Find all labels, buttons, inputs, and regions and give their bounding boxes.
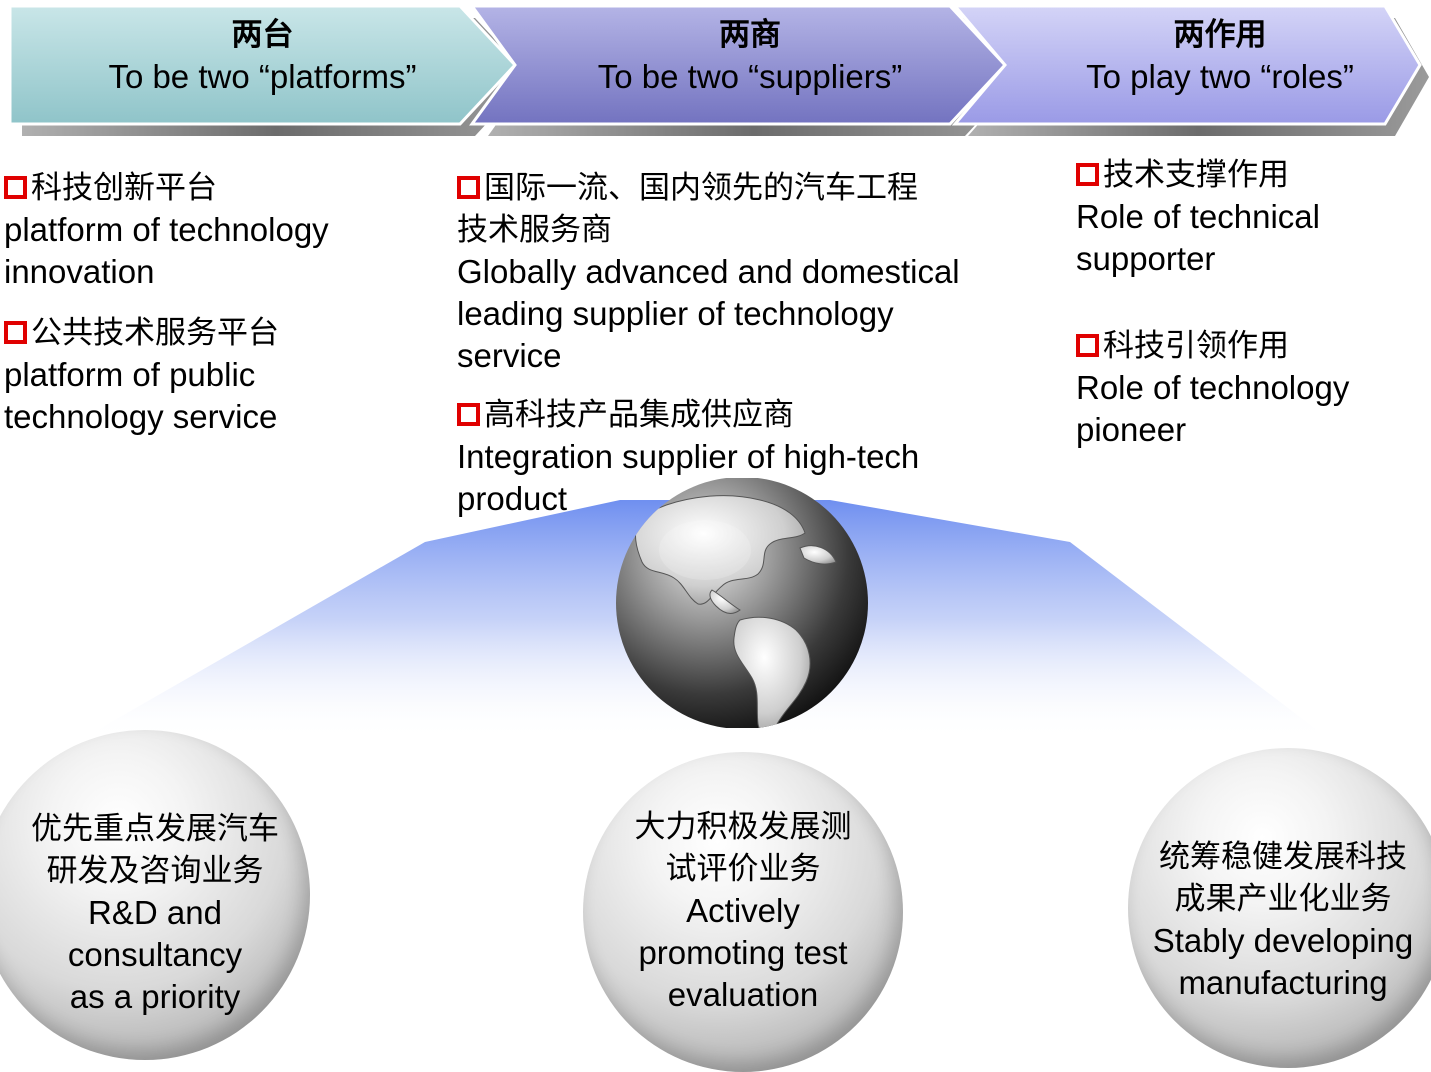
right-item-2-zh: 科技引领作用 — [1103, 328, 1289, 364]
bubble-right-text: 统筹稳健发展科技 成果产业化业务 Stably developing manuf… — [1128, 836, 1431, 1004]
bubble-middle-en1: Actively — [686, 892, 800, 929]
square-bullet-icon — [1076, 334, 1099, 357]
left-item-1: 科技创新平台 — [4, 166, 444, 209]
right-item-2-en1: Role of technology — [1076, 369, 1350, 406]
left-item-1-zh: 科技创新平台 — [31, 170, 217, 206]
right-item-1-en2: supporter — [1076, 240, 1216, 277]
left-item-2-en1: platform of public — [4, 356, 256, 393]
middle-item-1: 国际一流、国内领先的汽车工程 — [457, 166, 1057, 209]
left-item-2-zh: 公共技术服务平台 — [31, 315, 279, 351]
banner-platforms: 两台 To be two “platforms” — [10, 14, 515, 98]
middle-item-1-zh2: 技术服务商 — [457, 212, 612, 248]
middle-item-1-en2: leading supplier of technology — [457, 295, 894, 332]
square-bullet-icon — [457, 176, 480, 199]
bubble-left-text: 优先重点发展汽车 研发及咨询业务 R&D and consultancy as … — [0, 808, 310, 1018]
banner-suppliers: 两商 To be two “suppliers” — [500, 14, 1000, 98]
bubble-left-en2: consultancy — [67, 936, 243, 973]
banner-arrow-3 — [951, 4, 1422, 126]
banner-platforms-en: To be two “platforms” — [108, 58, 417, 95]
banner-platforms-zh: 两台 — [231, 17, 294, 53]
right-item-1-en1: Role of technical — [1076, 198, 1320, 235]
bubble-left-en3: as a priority — [69, 978, 241, 1015]
banner-suppliers-zh: 两商 — [719, 17, 781, 53]
bubble-middle-en2: promoting test — [638, 934, 848, 971]
bubble-middle — [583, 752, 903, 1072]
middle-item-2-en1: Integration supplier of high-tech — [457, 438, 920, 475]
left-item-1-en1: platform of technology — [4, 211, 329, 248]
bubble-left-zh1: 优先重点发展汽车 — [31, 811, 279, 847]
middle-item-1-zh1: 国际一流、国内领先的汽车工程 — [484, 170, 918, 206]
bubble-middle-zh1: 大力积极发展测 — [634, 809, 852, 845]
square-bullet-icon — [1076, 163, 1099, 186]
banner-roles-en: To play two “roles” — [1086, 58, 1354, 95]
banner-arrow-2 — [469, 4, 1008, 126]
right-column: 技术支撑作用 Role of technical supporter 科技引领作… — [1076, 153, 1426, 451]
left-item-2-en2: technology service — [4, 398, 278, 435]
bubble-middle-text: 大力积极发展测 试评价业务 Actively promoting test ev… — [583, 806, 903, 1016]
right-item-2-en2: pioneer — [1076, 411, 1187, 448]
banner-arrows — [8, 4, 1429, 136]
right-item-2: 科技引领作用 — [1076, 324, 1426, 367]
square-bullet-icon — [4, 321, 27, 344]
left-item-1-en2: innovation — [4, 253, 155, 290]
middle-item-2-zh1: 高科技产品集成供应商 — [484, 397, 794, 433]
left-item-2: 公共技术服务平台 — [4, 311, 444, 354]
bubble-left — [0, 730, 310, 1060]
bubble-right-en2: manufacturing — [1178, 964, 1388, 1001]
banner-arrow-1 — [8, 4, 518, 126]
middle-item-1-en3: service — [457, 337, 562, 374]
bubble-right-zh1: 统筹稳健发展科技 — [1159, 839, 1407, 875]
middle-item-1-en1: Globally advanced and domestical — [457, 253, 960, 290]
middle-item-2: 高科技产品集成供应商 — [457, 393, 1057, 436]
bubble-right-en1: Stably developing — [1152, 922, 1414, 959]
square-bullet-icon — [4, 176, 27, 199]
bubble-left-zh2: 研发及咨询业务 — [46, 853, 264, 889]
globe-icon — [616, 478, 868, 728]
banner-roles: 两作用 To play two “roles” — [1010, 14, 1430, 98]
middle-column: 国际一流、国内领先的汽车工程 技术服务商 Globally advanced a… — [457, 166, 1057, 520]
square-bullet-icon — [457, 403, 480, 426]
banner-roles-zh: 两作用 — [1173, 17, 1267, 53]
middle-item-2-en2: product — [457, 480, 568, 517]
bubble-right — [1128, 748, 1431, 1068]
bubble-left-en1: R&D and — [88, 894, 222, 931]
bubble-middle-en3: evaluation — [667, 976, 819, 1013]
left-column: 科技创新平台 platform of technology innovation… — [4, 166, 444, 438]
banner-suppliers-en: To be two “suppliers” — [597, 58, 903, 95]
bubble-right-zh2: 成果产业化业务 — [1174, 881, 1392, 917]
bubble-middle-zh2: 试评价业务 — [665, 851, 821, 887]
right-item-1-zh: 技术支撑作用 — [1103, 157, 1289, 193]
right-item-1: 技术支撑作用 — [1076, 153, 1426, 196]
